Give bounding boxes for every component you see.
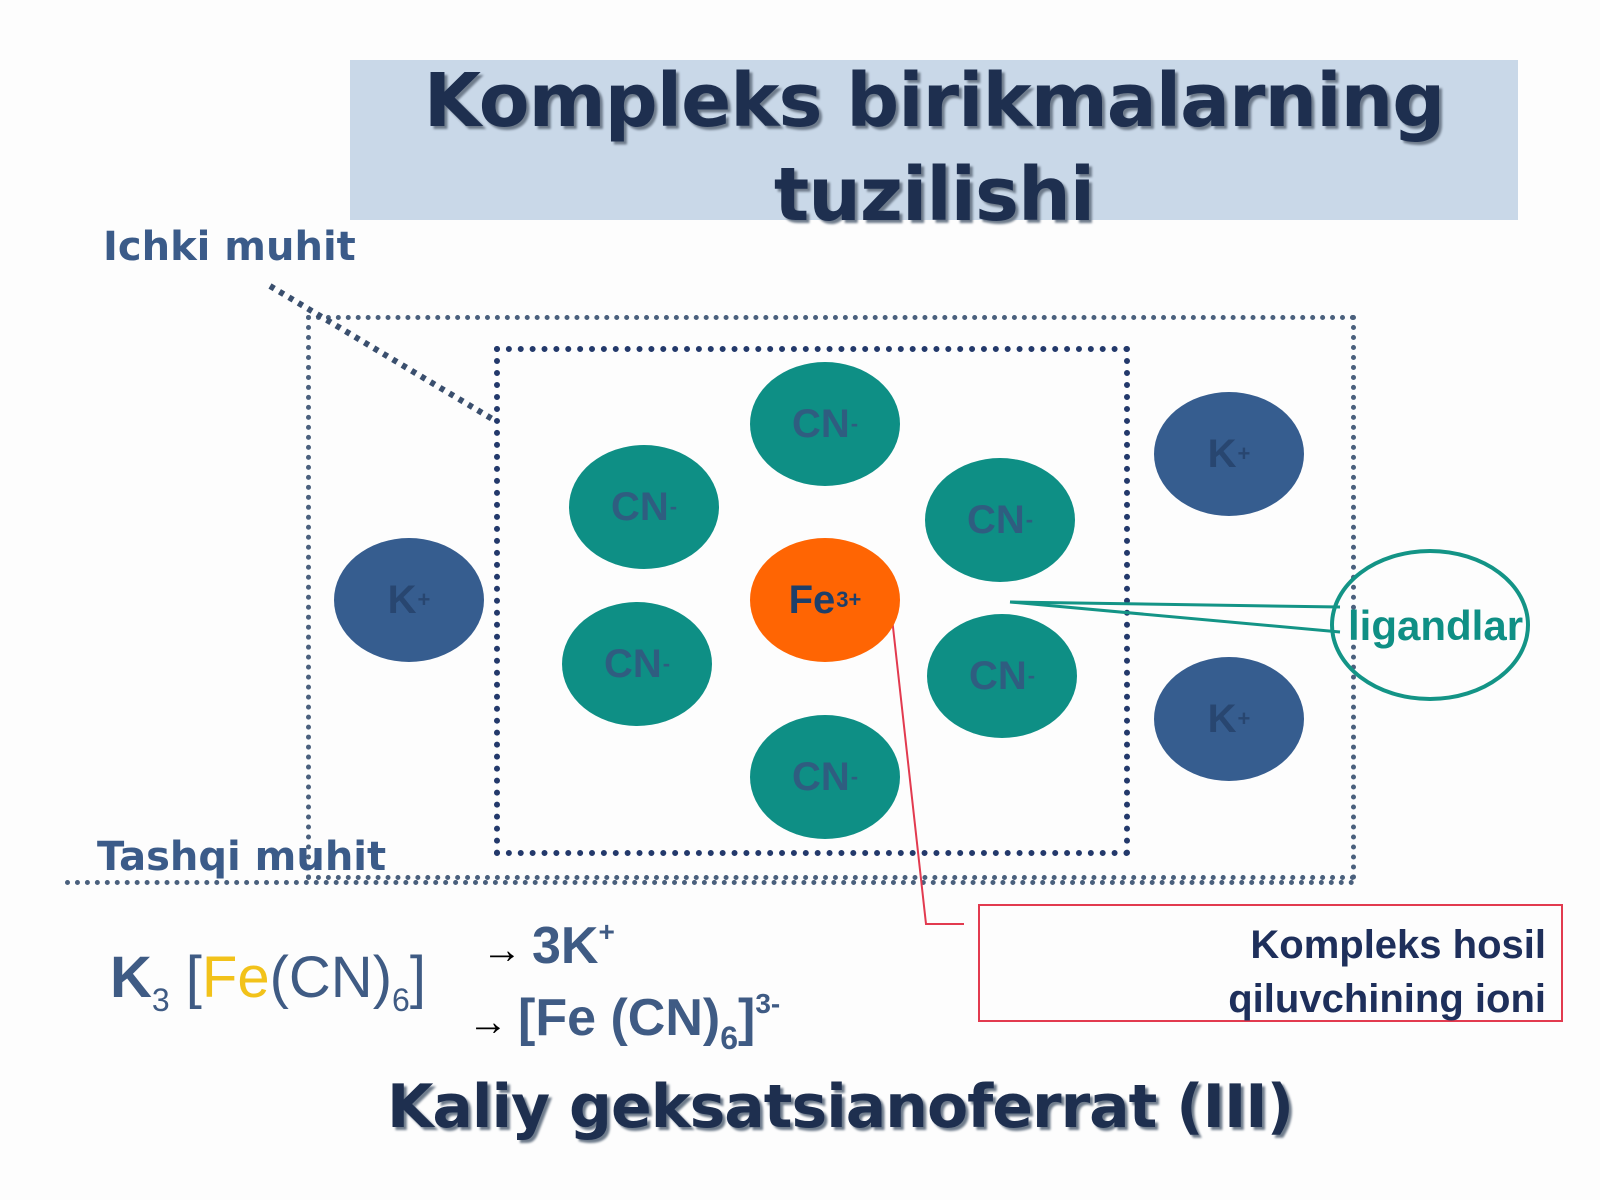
formula-open-bracket: [ <box>169 945 202 1010</box>
complexing-ion-label-line1: Kompleks hosil <box>1250 923 1546 967</box>
inner-sphere-label: Ichki muhit <box>103 224 356 270</box>
formula-potassium: K <box>110 945 152 1010</box>
arrow-icon: → <box>482 928 522 972</box>
title-banner <box>350 60 1518 220</box>
compound-formula: K3 [Fe(CN)6] <box>110 944 426 1019</box>
inner-sphere-box <box>494 346 1130 856</box>
cyanide-ligand-upper-right: CN- <box>925 458 1075 582</box>
ligands-label: ligandlar <box>1348 602 1524 649</box>
cyanide-ligand-lower-right: CN- <box>927 614 1077 738</box>
ligand-pointer-1 <box>1009 600 1341 609</box>
cyanide-ligand-lower-left: CN- <box>562 602 712 726</box>
compound-name: Kaliy geksatsianoferrat (III) <box>386 1072 1294 1142</box>
potassium-ion-left: K+ <box>334 538 484 662</box>
page-title: Kompleks birikmalarning tuzilishi <box>423 58 1445 238</box>
cyanide-ligand-top: CN- <box>750 362 900 486</box>
complexing-ion-callout <box>978 904 1563 1022</box>
potassium-ion-upper-right: K+ <box>1154 392 1304 516</box>
formula-close-bracket: ] <box>409 945 426 1010</box>
ligands-callout-ellipse <box>1330 549 1530 701</box>
formula-cyanide-subscript: 6 <box>392 982 410 1018</box>
ligand-pointer-2 <box>1009 600 1341 634</box>
potassium-ion-lower-right: K+ <box>1154 657 1304 781</box>
formula-iron: Fe <box>201 945 270 1010</box>
dissociation-product-complex-ion: →[Fe (CN)6]3- <box>468 988 781 1056</box>
cyanide-ligand-upper-left: CN- <box>569 445 719 569</box>
complexing-ion-label: Kompleks hosil qiluvchining ioni <box>1096 918 1546 1026</box>
outer-sphere-label: Tashqi muhit <box>97 834 387 880</box>
formula-potassium-subscript: 3 <box>151 982 170 1018</box>
arrow-icon: → <box>468 1000 508 1044</box>
inner-label-pointer <box>268 283 496 423</box>
complexing-ion-pointer <box>891 617 964 925</box>
dissociation-product-potassium: →3K+ <box>482 916 615 975</box>
outer-boundary-line <box>65 880 1355 885</box>
cyanide-ligand-bottom: CN- <box>750 715 900 839</box>
complexing-ion-label-line2: qiluvchining ioni <box>1228 977 1546 1021</box>
formula-cyanide: (CN) <box>269 945 393 1010</box>
